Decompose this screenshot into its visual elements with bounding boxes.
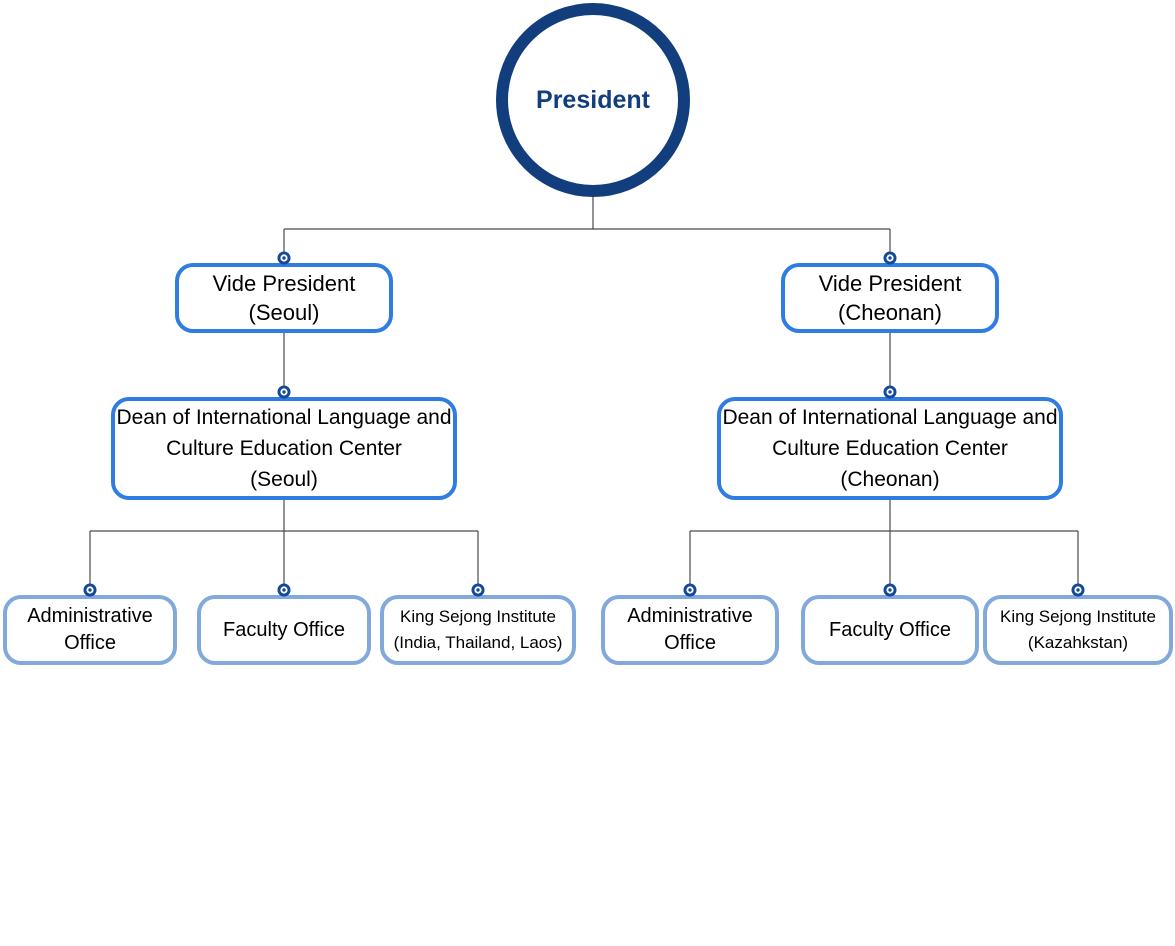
node-dean-seoul: Dean of International Language and Cultu… xyxy=(111,397,457,500)
node-faculty-office-cheonan: Faculty Office xyxy=(801,595,979,665)
node-dean-cheonan: Dean of International Language and Cultu… xyxy=(717,397,1063,500)
node-label-line: (Seoul) xyxy=(250,468,318,491)
node-label-line: Vide President xyxy=(818,271,962,296)
node-vice-president-seoul: Vide President (Seoul) xyxy=(175,263,393,333)
node-label-line: (Kazahkstan) xyxy=(1027,633,1129,652)
node-label-line: (India, Thailand, Laos) xyxy=(393,633,563,652)
node-president-label: President xyxy=(536,85,650,114)
node-vice-president-cheonan: Vide President (Cheonan) xyxy=(781,263,999,333)
node-faculty-office-seoul: Faculty Office xyxy=(197,595,371,665)
node-label-line: Administrative xyxy=(27,605,153,627)
node-label-line: Culture Education Center xyxy=(772,437,1008,460)
node-king-sejong-institute-cheonan: King Sejong Institute (Kazahkstan) xyxy=(983,595,1173,665)
node-label-line: King Sejong Institute xyxy=(1000,607,1156,626)
node-label-line: Culture Education Center xyxy=(166,437,402,460)
connector-lines xyxy=(89,197,1079,590)
node-king-sejong-institute-seoul: King Sejong Institute (India, Thailand, … xyxy=(380,595,576,665)
node-administrative-office-cheonan: Administrative Office xyxy=(601,595,779,665)
node-label-line: Vide President xyxy=(212,271,356,296)
node-label-line: Administrative xyxy=(627,605,753,627)
node-label-line: (Seoul) xyxy=(248,300,320,325)
node-label-line: (Cheonan) xyxy=(838,300,942,325)
node-label-line: Office xyxy=(664,632,716,654)
node-president: President xyxy=(496,3,690,197)
node-label-line: Office xyxy=(64,632,116,654)
node-label-line: King Sejong Institute xyxy=(400,607,556,626)
node-label-line: (Cheonan) xyxy=(840,468,940,491)
node-administrative-office-seoul: Administrative Office xyxy=(3,595,177,665)
node-label-line: Faculty Office xyxy=(829,618,951,641)
node-label-line: Faculty Office xyxy=(223,618,345,641)
node-label-line: Dean of International Language and xyxy=(722,406,1058,429)
node-label-line: Dean of International Language and xyxy=(116,406,452,429)
